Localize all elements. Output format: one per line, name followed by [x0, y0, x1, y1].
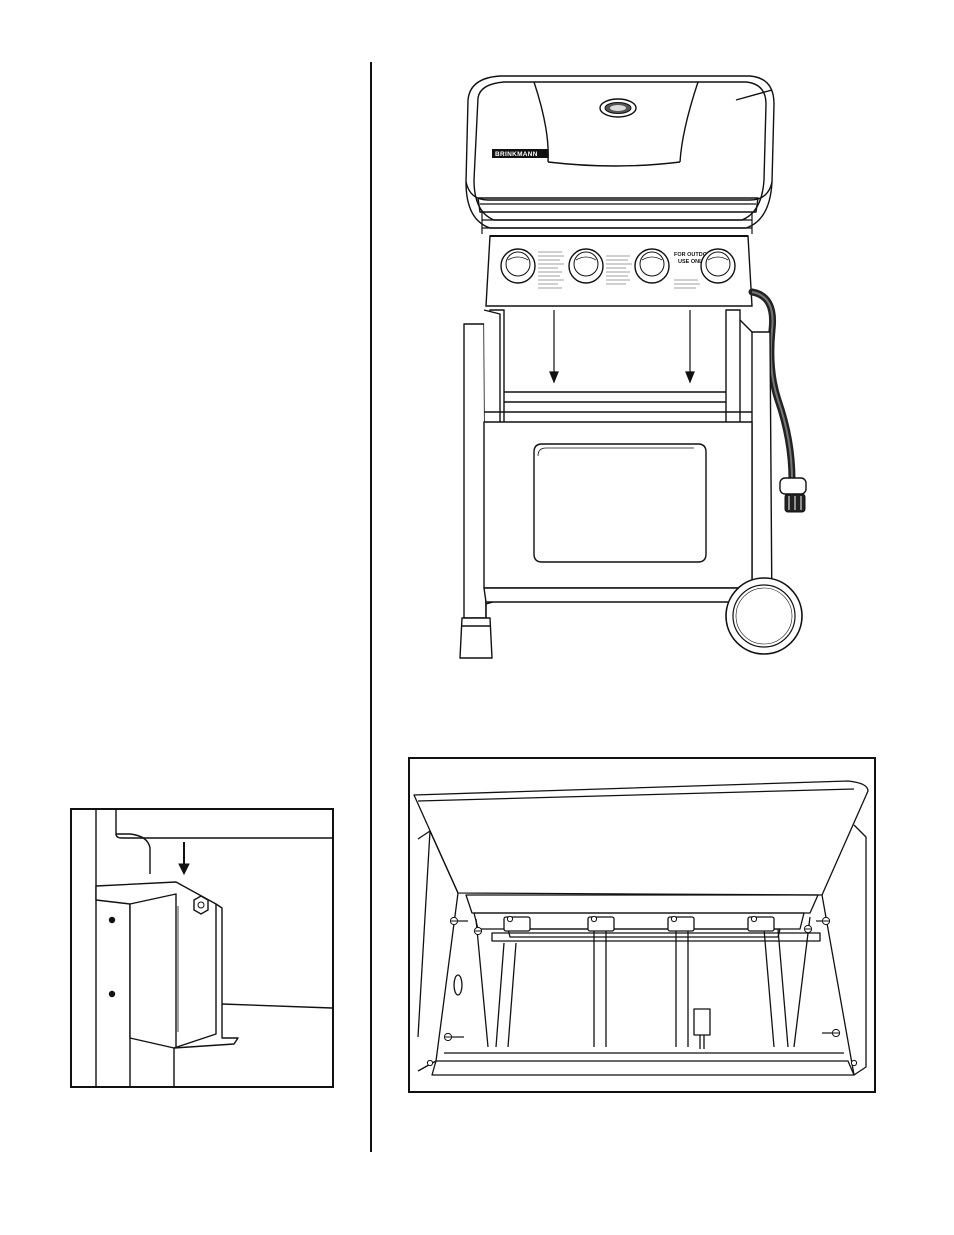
burner-assembly-illustration	[408, 757, 876, 1093]
brand-plate-text: BRINKMANN	[495, 151, 538, 158]
down-arrow-icon	[550, 310, 558, 382]
hex-nut-icon	[194, 896, 208, 914]
control-knob-3	[635, 249, 669, 283]
brand-plate: BRINKMANN	[492, 149, 548, 158]
down-arrow-icon	[686, 310, 694, 382]
control-knob-1	[501, 249, 535, 283]
wheel-icon	[726, 578, 802, 654]
column-divider	[370, 62, 372, 1152]
grill-illustration: BRINKMANN	[430, 70, 830, 670]
control-knob-2	[569, 249, 603, 283]
control-panel: FOR OUTDOOR USE ONLY	[486, 236, 752, 306]
bracket-detail-illustration	[70, 808, 334, 1088]
regulator-icon	[780, 478, 806, 512]
control-knob-4	[701, 249, 735, 283]
thermometer-icon	[600, 99, 636, 117]
